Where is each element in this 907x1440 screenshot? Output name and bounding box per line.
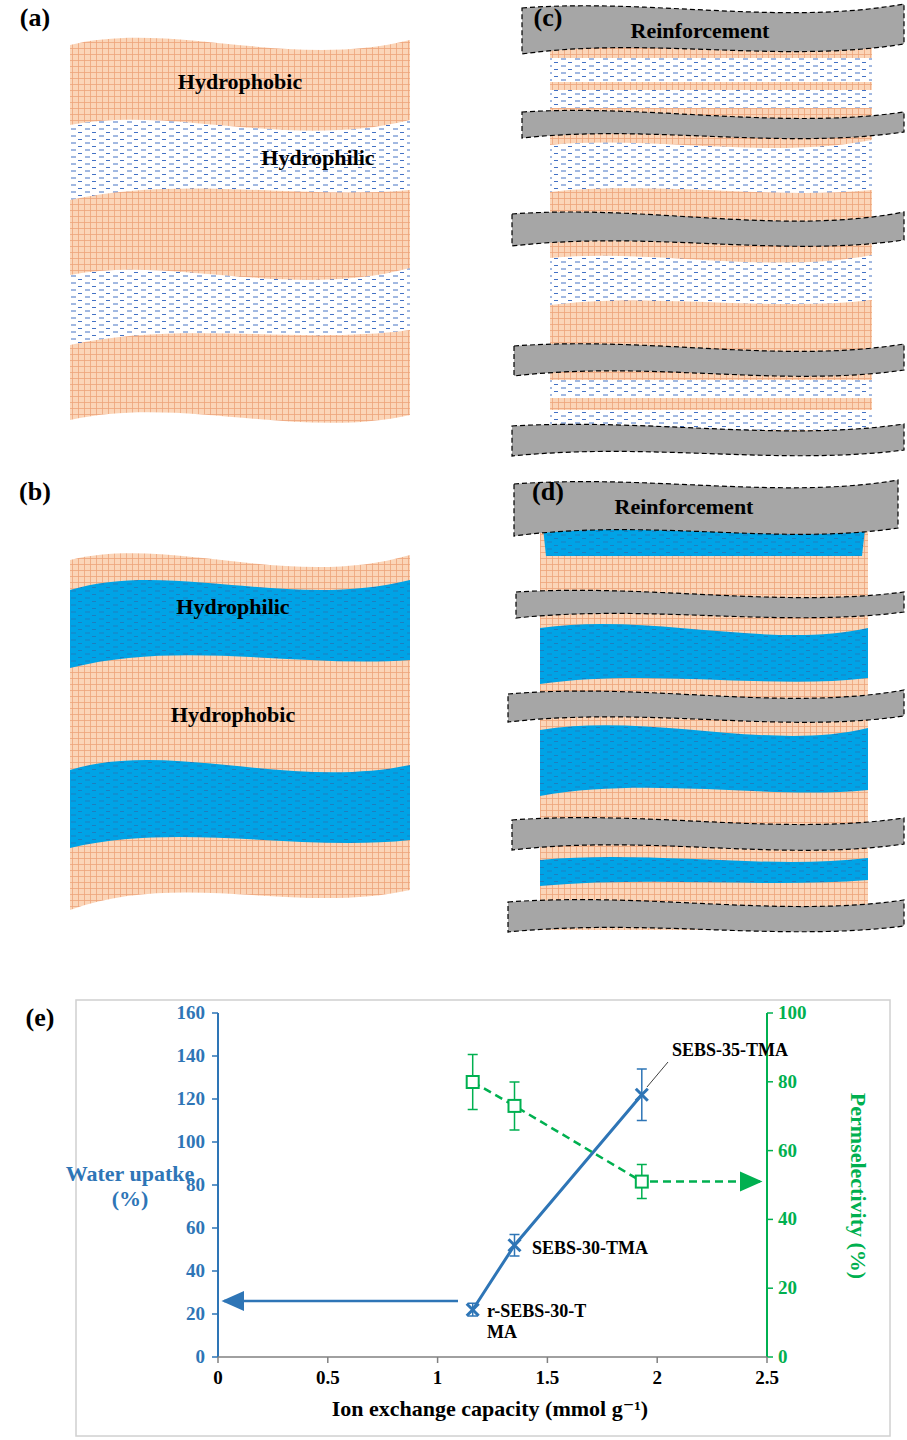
tick-label: 40 <box>186 1260 205 1282</box>
axis-tick <box>217 1357 219 1363</box>
axis-tick <box>212 1098 218 1100</box>
panel-d <box>508 480 904 932</box>
tick-label: 0 <box>778 1346 788 1368</box>
tick-label: 140 <box>177 1045 206 1067</box>
tick-label: 2 <box>652 1367 662 1389</box>
axis-tick <box>766 1357 768 1363</box>
data-label: SEBS-30-TMA <box>532 1238 648 1259</box>
axis-tick <box>767 1219 773 1221</box>
tick-label: 0 <box>213 1367 223 1389</box>
panel-letter: (c) <box>534 3 563 33</box>
band-region: Hydrophobic <box>167 700 299 730</box>
tick-label: 1.5 <box>536 1367 560 1389</box>
axis-tick <box>212 1356 218 1358</box>
axis-tick <box>767 1081 773 1083</box>
tick-label: 0.5 <box>316 1367 340 1389</box>
axis-tick <box>212 1227 218 1229</box>
panel-a <box>70 38 410 423</box>
axis-tick <box>767 1287 773 1289</box>
axis-tick <box>212 1055 218 1057</box>
panel-c <box>512 4 904 456</box>
tick-label: 100 <box>177 1131 206 1153</box>
tick-label: 2.5 <box>755 1367 779 1389</box>
axis-title: Ion exchange capacity (mmol g⁻¹) <box>332 1395 648 1422</box>
band-region: Reinforcement <box>611 492 758 522</box>
axis-title: Water upatke (%) <box>65 1161 195 1212</box>
axis-tick <box>212 1270 218 1272</box>
region-label: Hydrophobic <box>178 69 302 94</box>
data-label: r-SEBS-30-TMA <box>487 1301 595 1342</box>
region-label: Hydrophobic <box>171 702 295 727</box>
axis-tick <box>437 1357 439 1363</box>
region-label: Hydrophilic <box>261 145 374 170</box>
axis-tick <box>767 1356 773 1358</box>
panel-letter: (d) <box>532 477 564 507</box>
tick-label: 0 <box>196 1346 206 1368</box>
axis-tick <box>767 1150 773 1152</box>
tick-label: 160 <box>177 1002 206 1024</box>
data-label: SEBS-35-TMA <box>672 1040 788 1061</box>
tick-label: 80 <box>778 1071 797 1093</box>
band-region: Reinforcement <box>627 16 774 46</box>
band-region: Hydrophobic <box>174 67 306 97</box>
axis-title: Permselectivity (%) <box>845 1093 871 1279</box>
tick-label: 100 <box>778 1002 807 1024</box>
axis-tick <box>212 1184 218 1186</box>
band-region: Hydrophilic <box>257 143 378 173</box>
tick-label: 20 <box>186 1303 205 1325</box>
region-label: Reinforcement <box>631 18 770 43</box>
axis-tick <box>767 1012 773 1014</box>
region-label: Reinforcement <box>615 494 754 519</box>
chart <box>76 1000 890 1436</box>
tick-label: 1 <box>433 1367 443 1389</box>
band-region: Hydrophilic <box>172 592 293 622</box>
tick-label: 20 <box>778 1277 797 1299</box>
region-label: Hydrophilic <box>176 594 289 619</box>
panel-letter: (a) <box>20 3 50 33</box>
axis-tick <box>212 1141 218 1143</box>
panel-letter: (e) <box>26 1003 55 1033</box>
tick-label: 120 <box>177 1088 206 1110</box>
tick-label: 60 <box>778 1140 797 1162</box>
axis-tick <box>547 1357 549 1363</box>
tick-label: 40 <box>778 1208 797 1230</box>
axis-tick <box>656 1357 658 1363</box>
axis-tick <box>212 1012 218 1014</box>
panel-b <box>70 553 410 910</box>
axis-tick <box>327 1357 329 1363</box>
tick-label: 60 <box>186 1217 205 1239</box>
axis-tick <box>212 1313 218 1315</box>
panel-letter: (b) <box>19 477 51 507</box>
